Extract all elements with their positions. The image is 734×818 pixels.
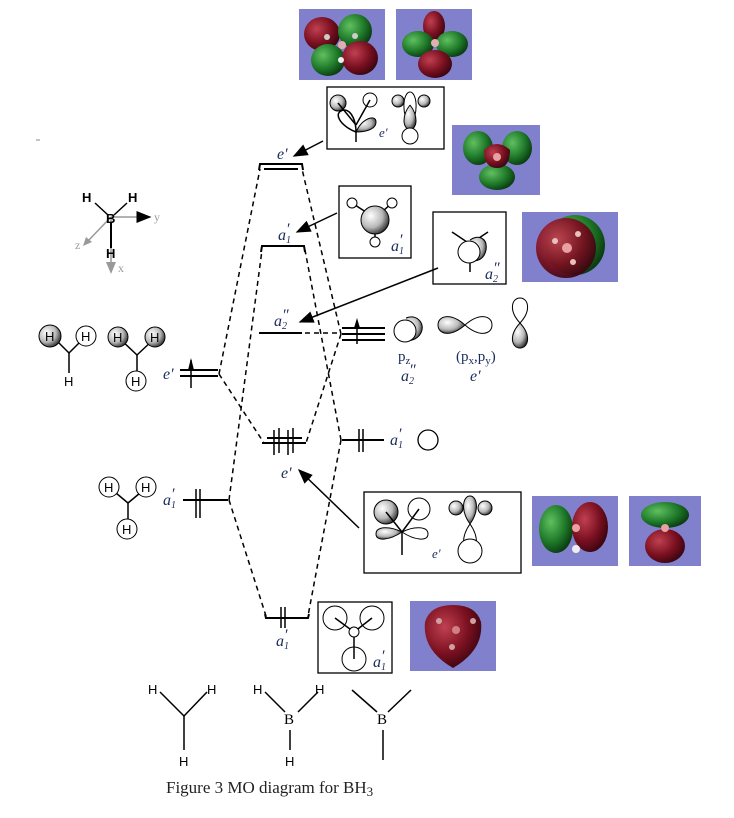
h-label: H (131, 374, 140, 389)
py-orbital (512, 297, 528, 349)
correlation-lines (218, 168, 342, 617)
mo-a2-label: a2″ (274, 307, 289, 332)
box-e-bond-label: e′ (432, 546, 441, 561)
mo-level-a1-bond: a1′ (264, 607, 310, 652)
h-label: H (81, 329, 90, 344)
axis-atom-h1: H (82, 190, 91, 205)
arrow-e-bond (297, 468, 360, 529)
mo-image-a1-anti (452, 125, 540, 195)
s-orbital-icon (417, 429, 439, 451)
orbital-box-a2: a2″ (432, 211, 507, 285)
h3-e-label: e′ (163, 366, 174, 383)
mo-level-e-anti: e′ (258, 146, 304, 171)
mo-a1-anti-label: a1′ (278, 221, 291, 246)
orbital-box-e-bond: e′ (363, 491, 522, 574)
structure-h3: H H H (148, 682, 216, 769)
h-label: H (122, 522, 131, 537)
pxpy-sym-label: e′ (470, 368, 481, 385)
h3-a1-label: a1′ (163, 486, 176, 511)
axis-y-label: y (154, 210, 160, 224)
arrow-e-anti (292, 140, 324, 157)
atom-label: H (207, 682, 216, 697)
axis-atom-h2: H (128, 190, 137, 205)
pz-sym-label: a2″ (401, 362, 416, 387)
h-label: H (113, 330, 122, 345)
px-orbital (437, 316, 493, 334)
atom-label: B (377, 712, 387, 728)
atom-label: H (148, 682, 157, 697)
box-a1-anti-label: a1′ (391, 232, 404, 257)
pz-orbital: pz a2″ (393, 316, 423, 387)
h3-salc-a1: H H H (98, 476, 157, 540)
structure-b: B (351, 689, 412, 760)
axis-x-label: x (118, 261, 124, 275)
h-label: H (64, 374, 73, 389)
atom-label: H (253, 682, 262, 697)
mo-image-e-anti-2 (396, 9, 472, 80)
mo-level-a1-anti: a1′ (260, 221, 306, 253)
axis-atom-h3: H (106, 246, 115, 261)
arrow-a1-anti (295, 212, 338, 233)
axis-atom-b: B (106, 211, 115, 226)
atom-label: H (315, 682, 324, 697)
h-label: H (104, 480, 113, 495)
arrow-a2 (298, 267, 439, 323)
h-label: H (45, 329, 54, 344)
mo-image-e-anti-1 (299, 9, 385, 80)
orbital-box-a1-bond: a1′ (317, 601, 393, 674)
h-label: H (150, 330, 159, 345)
mo-level-e-bond: e′ (262, 428, 306, 482)
mo-level-a2: a2″ (259, 307, 340, 334)
box-a2-label: a2″ (485, 260, 500, 285)
h3-a1-level: a1′ (163, 486, 228, 518)
box-a1-bond-label: a1′ (373, 648, 386, 673)
axis-z-label: z (75, 238, 80, 252)
box-e-anti-label: e′ (379, 125, 388, 140)
mo-image-a1-bond (410, 601, 496, 671)
h3-salc-e-2: H H H (107, 326, 166, 392)
h3-salc-e-1: H H H (38, 324, 97, 389)
orbital-box-a1-anti: a1′ (338, 185, 412, 259)
mo-image-e-bond-1 (532, 496, 618, 566)
h3-e-level: e′ (163, 358, 218, 388)
mo-e-bond-label: e′ (281, 465, 292, 482)
atom-label: B (284, 712, 294, 728)
b-s-label: a1′ (390, 426, 403, 451)
atom-label: H (179, 754, 188, 769)
mo-a1-bond-label: a1′ (276, 627, 289, 652)
b-s-level: a1′ (342, 426, 439, 452)
coordinate-axes: H H B H y z x (75, 190, 160, 275)
orbital-box-e-anti: e′ (326, 86, 445, 150)
atom-label: H (285, 754, 294, 769)
mo-image-e-bond-2 (629, 496, 701, 566)
mo-e-anti-label: e′ (277, 146, 288, 163)
structure-bh3: H H B H (253, 682, 324, 769)
pxpy-label: (px,py) (456, 349, 496, 367)
h-label: H (141, 480, 150, 495)
pz-label: pz (398, 349, 411, 367)
figure-caption: Figure 3 MO diagram for BH3 (166, 778, 373, 799)
mo-image-a2 (522, 212, 618, 282)
b-p-level (342, 318, 385, 344)
